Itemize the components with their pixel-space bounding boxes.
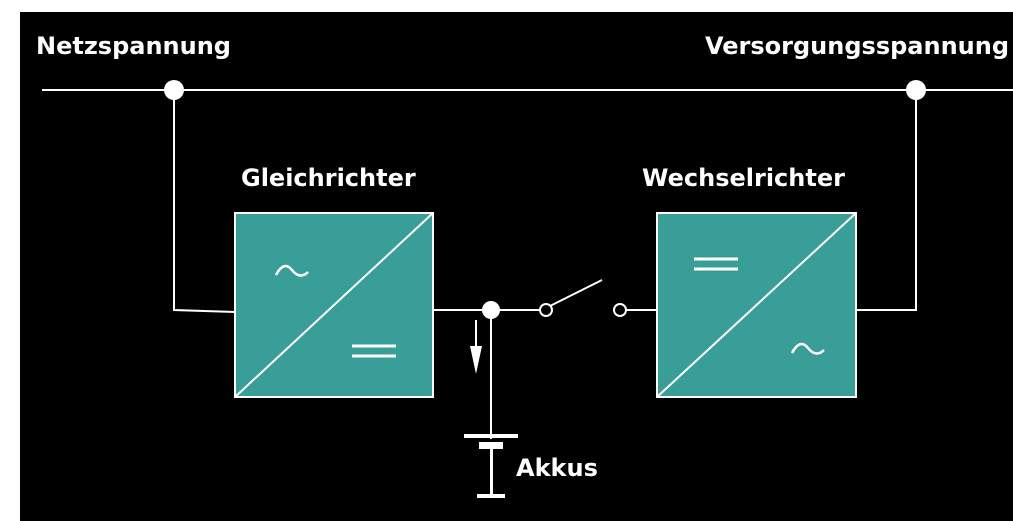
inverter-output-wire [856, 90, 917, 311]
rectifier-label: Gleichrichter [241, 164, 416, 192]
battery-icon [464, 434, 518, 498]
supply-voltage-label: Versorgungsspannung [705, 32, 1009, 60]
ac-sine-icon [274, 264, 309, 277]
inverter-label: Wechselrichter [642, 164, 845, 192]
inverter-block [656, 212, 857, 398]
mains-node [164, 80, 184, 100]
switch-contact-left [539, 303, 553, 317]
switch-contact-right [613, 303, 627, 317]
switch-blade [549, 279, 603, 307]
dc-junction-node [482, 301, 500, 319]
mains-voltage-label: Netzspannung [36, 32, 231, 60]
diagram-canvas [42, 80, 1013, 498]
rectifier-input-wire [173, 90, 236, 313]
supply-node [906, 80, 926, 100]
ac-sine-icon [790, 342, 825, 355]
rectifier-block [234, 212, 434, 398]
ups-diagram: Netzspannung Versorgungsspannung Gleichr… [20, 12, 1013, 521]
dc-equal-icon [694, 257, 738, 271]
dc-equal-icon [352, 344, 396, 358]
charge-arrow-icon [470, 346, 482, 374]
battery-label: Akkus [516, 454, 598, 482]
